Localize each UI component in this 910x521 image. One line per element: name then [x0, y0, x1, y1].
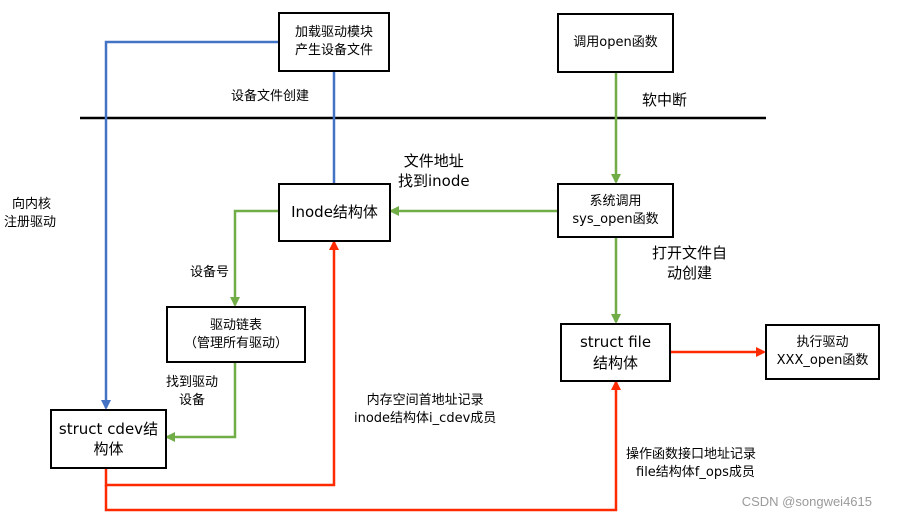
sys-open-line1: 系统调用 — [589, 193, 642, 209]
cdev-box: struct cdev结 构体 — [50, 409, 167, 469]
watermark: CSDN @songwei4615 — [741, 494, 872, 509]
exec-driver-box: 执行驱动 XXX_open函数 — [765, 324, 880, 380]
fops-addr-line1: 操作函数接口地址记录 — [626, 447, 757, 462]
auto-create-line2: 动创建 — [667, 264, 713, 283]
driver-list-box: 驱动链表 （管理所有驱动） — [166, 306, 306, 363]
file-addr-label: 文件地址 找到inode — [398, 151, 470, 192]
call-open-label: 调用open函数 — [573, 35, 658, 51]
auto-create-label: 打开文件自 动创建 — [652, 243, 727, 284]
inode-label: Inode结构体 — [291, 203, 378, 222]
device-number-label: 设备号 — [190, 265, 230, 280]
fops-addr-label: 操作函数接口地址记录 file结构体f_ops成员 — [626, 446, 756, 481]
sys-open-line2: sys_open函数 — [572, 211, 659, 227]
find-driver-line1: 找到驱动 — [166, 375, 219, 390]
inode-box: Inode结构体 — [278, 183, 391, 242]
arrow-register-driver — [101, 40, 278, 410]
struct-file-line2: 结构体 — [592, 353, 638, 372]
mem-addr-label: 内存空间首地址记录 inode结构体i_cdev成员 — [354, 392, 496, 427]
create-device-file-label: 设备文件创建 — [231, 89, 310, 104]
find-driver-label: 找到驱动 设备 — [166, 374, 218, 409]
auto-create-line1: 打开文件自 — [652, 244, 728, 262]
register-driver-line1: 向内核 — [12, 197, 52, 212]
load-module-box: 加载驱动模块 产生设备文件 — [278, 12, 390, 72]
soft-interrupt-label: 软中断 — [642, 91, 688, 109]
load-module-line2: 产生设备文件 — [294, 43, 373, 58]
arrow-fops-addr — [104, 380, 621, 512]
mem-addr-line2: inode结构体i_cdev成员 — [354, 410, 497, 426]
mem-addr-line1: 内存空间首地址记录 — [366, 393, 484, 408]
exec-driver-line1: 执行驱动 — [796, 335, 849, 351]
sys-open-box: 系统调用 sys_open函数 — [557, 183, 674, 238]
cdev-line1: struct cdev结 — [58, 419, 159, 438]
arrow-find-driver — [165, 363, 237, 442]
struct-file-box: struct file 结构体 — [560, 323, 671, 382]
arrow-mem-addr — [104, 240, 339, 487]
call-open-box: 调用open函数 — [557, 13, 674, 73]
file-addr-line2: 找到inode — [398, 172, 470, 191]
exec-driver-line2: XXX_open函数 — [776, 353, 869, 368]
driver-list-line2: （管理所有驱动） — [183, 335, 288, 351]
register-driver-label: 向内核 注册驱动 — [4, 196, 56, 231]
fops-addr-line2: file结构体f_ops成员 — [636, 464, 755, 480]
driver-list-line1: 驱动链表 — [209, 317, 262, 333]
find-driver-line2: 设备 — [179, 392, 206, 408]
load-module-line1: 加载驱动模块 — [294, 25, 373, 41]
file-addr-line1: 文件地址 — [403, 152, 464, 170]
register-driver-line2: 注册驱动 — [4, 214, 57, 230]
arrow-device-number — [230, 209, 278, 307]
struct-file-line1: struct file — [579, 333, 652, 352]
cdev-line2: 构体 — [93, 440, 124, 458]
